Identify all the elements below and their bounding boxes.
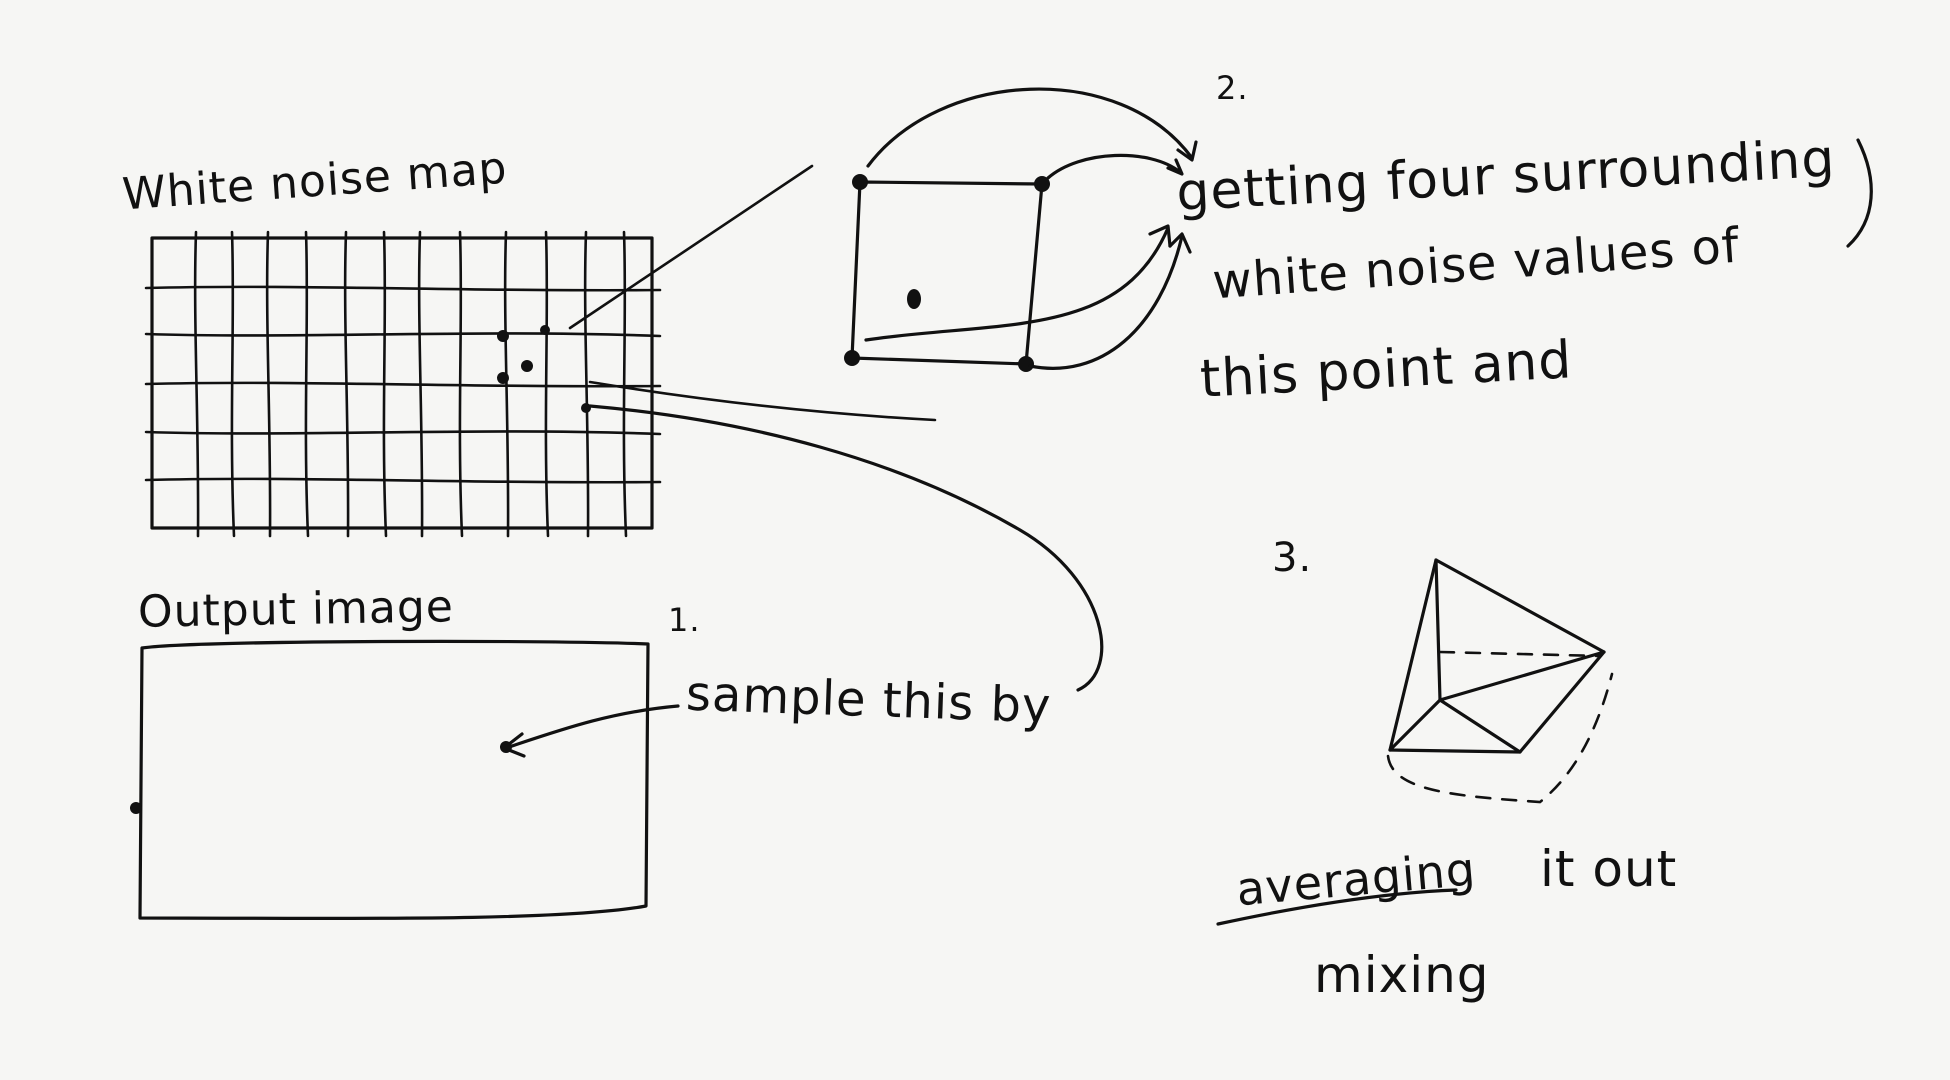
pyramid-center-edge	[1438, 650, 1606, 702]
grid-horizontal-line	[144, 430, 662, 436]
grid-horizontal-line	[144, 381, 662, 388]
cell-sample-point	[907, 289, 921, 309]
cell-corner-top-right	[1034, 176, 1050, 192]
output-sample-point	[500, 741, 512, 753]
arrowhead-bottom-right	[1168, 232, 1192, 254]
pyramid-left-edge	[1388, 698, 1442, 752]
grid-horizontal-line	[144, 285, 662, 292]
cell-corner-top-left	[852, 174, 868, 190]
output-box-mark	[130, 802, 142, 814]
grid-vertical-line	[417, 230, 424, 538]
grid-sample-point-tr	[540, 325, 550, 335]
pyramid-hidden-edge-bottom	[1386, 672, 1614, 804]
white-noise-grid	[144, 230, 662, 538]
grid-vertical-line	[343, 230, 350, 538]
output-image-label: Output image	[137, 581, 455, 638]
grid-vertical-line	[230, 230, 236, 538]
zoom-line-top	[568, 164, 814, 330]
grid-horizontal-line	[144, 477, 662, 484]
grid-vertical-line	[544, 230, 550, 538]
sample-link-curve	[588, 404, 1104, 692]
zoomed-cell	[844, 174, 1050, 372]
arrowhead-bottom-left	[1148, 224, 1172, 248]
pyramid-front-edge	[1434, 558, 1522, 754]
cell-corner-bottom-right	[1018, 356, 1034, 372]
grid-vertical-line	[265, 230, 272, 538]
output-image-box	[138, 639, 650, 921]
grid-vertical-line	[503, 230, 510, 538]
grid-sample-point-bl	[497, 372, 509, 384]
step1-number: 1.	[668, 601, 701, 639]
grid-vertical-line	[458, 230, 464, 538]
grid-horizontal-lines	[144, 285, 662, 484]
step3-text: it out	[1540, 840, 1678, 898]
step2-number: 2.	[1216, 69, 1249, 107]
arrow-bottom-left-corner	[864, 226, 1170, 342]
arrowhead-top-right	[1166, 158, 1184, 176]
step3-replacement-word: mixing	[1314, 946, 1490, 1004]
grid-vertical-line	[583, 230, 590, 538]
arrow-top-left-corner	[866, 87, 1194, 168]
grid-sample-point-tl	[497, 330, 509, 342]
strike-line	[1216, 888, 1458, 926]
grid-sample-point-center	[521, 360, 533, 372]
step2-bracket	[1846, 138, 1873, 248]
grid-vertical-line	[304, 230, 310, 538]
arrow-top-right-corner	[1046, 153, 1182, 180]
pyramid-hidden-edge-top	[1438, 650, 1602, 658]
grid-vertical-line	[622, 230, 628, 538]
grid-vertical-line	[382, 230, 388, 538]
step1-text: sample this by	[685, 665, 1053, 735]
grid-vertical-line	[193, 230, 200, 538]
zoom-line-bottom	[588, 380, 937, 422]
step1-arrow	[504, 704, 680, 750]
arrow-bottom-right-corner	[1028, 234, 1184, 370]
cell-corner-bottom-left	[844, 350, 860, 366]
mixing-pyramid	[1386, 558, 1614, 804]
step3-number: 3.	[1272, 535, 1313, 581]
grid-horizontal-line	[144, 332, 662, 338]
arrowhead-top-left	[1176, 140, 1198, 162]
